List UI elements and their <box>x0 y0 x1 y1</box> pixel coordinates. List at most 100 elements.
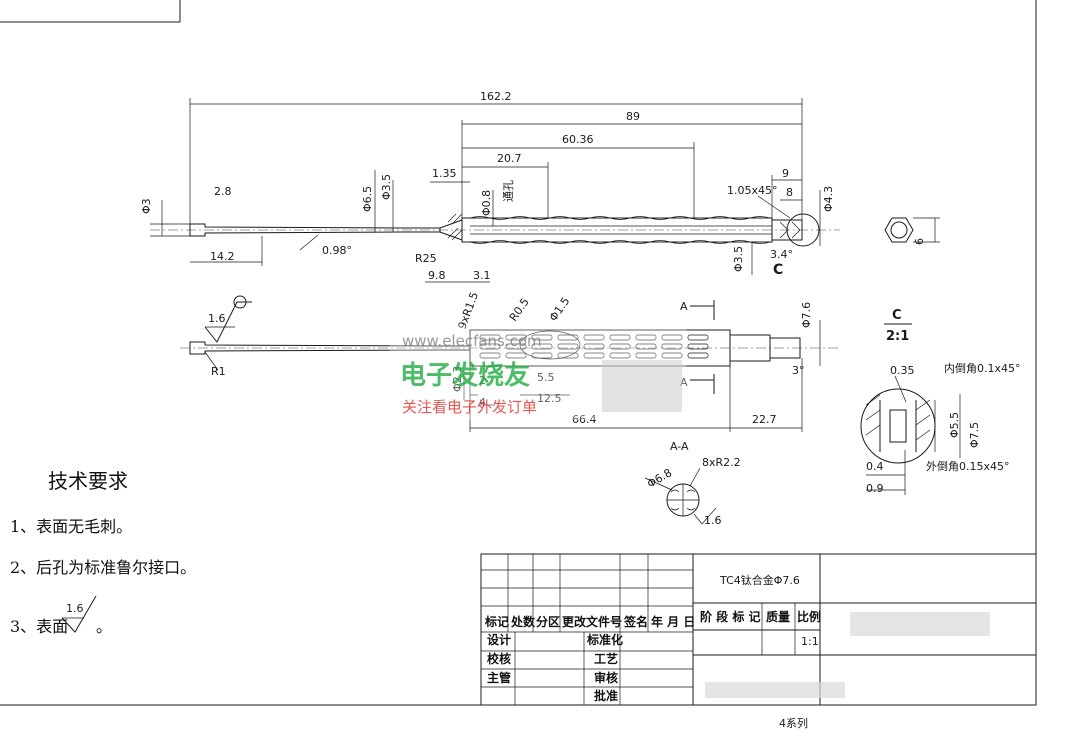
dim-2: 2 <box>479 374 486 387</box>
detail-c-title: C <box>892 308 902 323</box>
grip-slot <box>661 352 683 359</box>
luer-side <box>769 337 801 359</box>
dim-3deg: 3° <box>792 364 805 377</box>
dim-098: 0.98° <box>322 244 352 257</box>
tb-manager: 主管 <box>487 670 511 685</box>
leader-035 <box>894 375 907 403</box>
tb-approve: 批准 <box>594 688 618 703</box>
grip-slot <box>687 352 709 359</box>
detail-c-scale: 2:1 <box>886 329 909 344</box>
detail-c-hatch <box>865 394 931 441</box>
grip-slot <box>479 343 501 350</box>
tech-item-3-suffix: 。 <box>96 617 112 636</box>
tb-process: 工艺 <box>594 651 618 666</box>
dim-dia35b: Φ3.5 <box>732 246 745 272</box>
tb-h-sign: 签名 <box>623 614 648 629</box>
outer-chamfer: 外倒角0.15x45° <box>926 460 1010 473</box>
tech-item-2: 2、后孔为标准鲁尔接口。 <box>10 558 196 577</box>
leader-angle <box>299 234 319 251</box>
grip-slot <box>557 352 579 359</box>
section-aa-title: A-A <box>670 440 689 453</box>
dim-dia68: Φ6.8 <box>645 466 674 490</box>
detail-c-profile <box>879 400 917 452</box>
leader-chamfer <box>757 195 791 219</box>
grip-ellipse <box>519 330 581 360</box>
grip-slot <box>609 343 631 350</box>
inner-chamfer: 内倒角0.1x45° <box>944 361 1021 375</box>
dim-89: 89 <box>626 110 640 123</box>
grip-slot <box>505 343 527 350</box>
view-c-marker: C <box>773 262 783 278</box>
dim-r05: R0.5 <box>507 296 532 324</box>
tb-design: 设计 <box>487 632 511 647</box>
tech-rough-value: 1.6 <box>66 602 84 615</box>
tb-review: 审核 <box>594 670 618 685</box>
grip-slot <box>661 334 683 341</box>
grip-slot <box>609 352 631 359</box>
handle-body <box>461 217 773 243</box>
detail-c-boundary <box>860 388 936 464</box>
through-hole: 通孔 <box>502 180 515 202</box>
roughness-symbol <box>204 301 252 343</box>
tb-h-doc: 更改文件号 <box>562 614 622 629</box>
dim-dia3: Φ3 <box>140 198 153 214</box>
grip-slot <box>635 334 657 341</box>
grip-slot <box>609 334 631 341</box>
front-view <box>150 98 940 283</box>
title-block-texts: TC4钛合金Φ7.6 标记 处数 分区 更改文件号 签名 年 月 日 设计 校核… <box>484 573 990 730</box>
grip-slot <box>687 343 709 350</box>
dim-55: 5.5 <box>537 371 555 384</box>
grip-slot <box>505 352 527 359</box>
watermark: www.elecfans.com 电子发烧友 关注看电子外发订单 <box>390 325 687 420</box>
grip-slot <box>557 334 579 341</box>
luer-hatch <box>779 221 801 239</box>
dim-207: 20.7 <box>497 152 522 165</box>
dim-hex6: 6 <box>913 238 926 245</box>
title-block <box>480 553 1037 706</box>
dim-04: 0.4 <box>866 460 884 473</box>
dim-035: 0.35 <box>890 364 915 377</box>
title-block-frame <box>480 553 1037 706</box>
dim-dia15: Φ1.5 <box>547 295 573 324</box>
dim-r1: R1 <box>211 365 226 378</box>
watermark-url: www.elecfans.com <box>402 332 542 350</box>
grip-slot <box>479 334 501 341</box>
blurred-company <box>705 682 845 698</box>
tb-left-grid <box>481 553 694 706</box>
dim-227: 22.7 <box>752 413 777 426</box>
dim-8: 8 <box>786 186 793 199</box>
dim-4: 4 <box>479 396 486 409</box>
leader-dia68 <box>644 477 673 491</box>
tech-title: 技术要求 <box>48 469 128 493</box>
hex-end-view <box>884 217 940 243</box>
dim-34: 3.4° <box>770 248 793 261</box>
tb-h-zone: 分区 <box>536 614 560 629</box>
dim-overall: 162.2 <box>480 90 512 103</box>
grip-slot <box>635 343 657 350</box>
luer-end <box>771 219 803 241</box>
dim-125: 12.5 <box>537 392 562 405</box>
section-a-top: A <box>680 300 688 313</box>
leader-r1 <box>204 351 219 371</box>
roughness-circle <box>233 295 247 309</box>
roughness-symbol-aa <box>693 507 717 525</box>
grip-slot <box>687 334 709 341</box>
grip-slot <box>479 352 501 359</box>
dim-r15: 9xR1.5 <box>456 290 481 331</box>
tech-requirements: 技术要求 1、表面无毛刺。 2、后孔为标准鲁尔接口。 3、表面 1.6 。 <box>10 469 196 636</box>
grip-slot <box>635 352 657 359</box>
section-aa-flutes <box>667 484 699 516</box>
grip-slot <box>583 334 605 341</box>
grip-slot <box>531 343 553 350</box>
section-a-bottom: A <box>680 376 688 389</box>
tb-material: TC4钛合金Φ7.6 <box>719 573 800 587</box>
dim-dia35: Φ3.5 <box>380 174 393 200</box>
tb-stage: 阶 段 标 记 <box>700 609 761 624</box>
dim-dia23: Φ2.3 <box>451 366 464 392</box>
grip-slot <box>583 343 605 350</box>
tb-h-mark: 标记 <box>484 614 509 629</box>
watermark-qr <box>602 360 682 412</box>
tech-item-1: 1、表面无毛刺。 <box>10 517 132 536</box>
tech-rough-symbol <box>61 595 97 633</box>
